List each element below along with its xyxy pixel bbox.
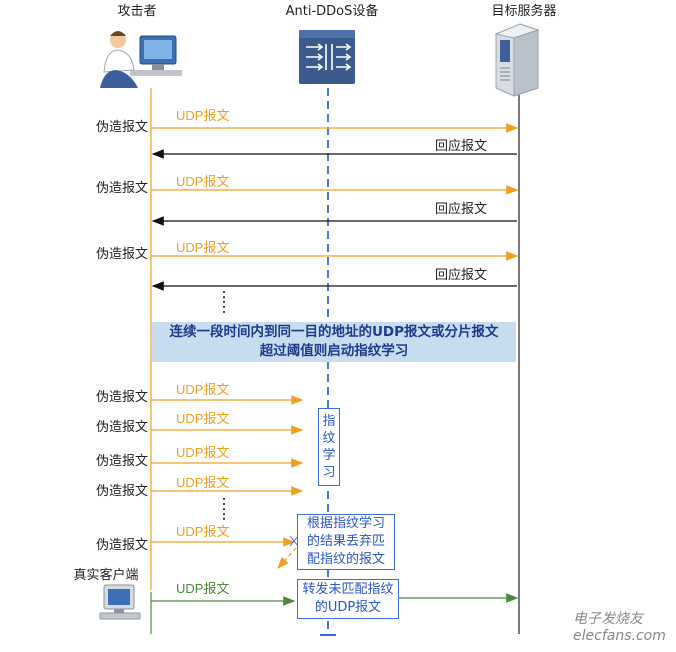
forged-label: 伪造报文: [96, 420, 148, 435]
udp-label: UDP报文: [176, 108, 229, 123]
forged-label: 伪造报文: [96, 538, 148, 553]
client-udp-label: UDP报文: [176, 581, 229, 596]
attacker-label: 攻击者: [117, 4, 156, 19]
forged-label: 伪造报文: [96, 181, 148, 196]
forward-box: 转发未匹配指纹的UDP报文: [297, 579, 399, 619]
server-label: 目标服务器: [491, 3, 556, 19]
continuation-dots: [223, 291, 225, 313]
attacker-icon: [100, 31, 182, 88]
client-pc-icon: [99, 584, 141, 620]
reply-label: 回应报文: [435, 267, 487, 283]
udp-label: UDP报文: [176, 475, 229, 490]
udp-label: UDP报文: [176, 174, 229, 189]
forged-label: 伪造报文: [96, 484, 148, 499]
discard-box: 根据指纹学习的结果丢弃匹配指纹的报文: [297, 514, 395, 570]
banner-text: 连续一段时间内到同一目的地址的UDP报文或分片报文超过阈值则启动指纹学习: [169, 324, 499, 359]
device-icon: [299, 30, 355, 84]
forged-label: 伪造报文: [96, 390, 148, 405]
reply-label: 回应报文: [435, 138, 487, 154]
fingerprint-trigger-banner: 连续一段时间内到同一目的地址的UDP报文或分片报文超过阈值则启动指纹学习: [152, 322, 516, 362]
discard-arrow: [277, 547, 297, 569]
device-label: Anti-DDoS设备: [286, 3, 379, 19]
continuation-dots: [223, 498, 225, 520]
forged-label: 伪造报文: [96, 247, 148, 262]
reply-label: 回应报文: [435, 201, 487, 217]
forged-label: 伪造报文: [96, 120, 148, 135]
discard-cross: [289, 535, 299, 547]
fingerprint-learning-box: 指纹学习: [318, 408, 340, 486]
udp-label: UDP报文: [176, 411, 229, 426]
forged-label: 伪造报文: [96, 454, 148, 469]
fingerprint-learning-text: 指纹学习: [322, 414, 336, 480]
udp-label: UDP报文: [176, 524, 229, 539]
discard-text: 根据指纹学习的结果丢弃匹配指纹的报文: [306, 516, 385, 567]
udp-label: UDP报文: [176, 382, 229, 397]
forward-text: 转发未匹配指纹的UDP报文: [302, 582, 394, 615]
server-icon: [494, 23, 540, 97]
client-label: 真实客户端: [73, 567, 138, 583]
watermark: 电子发烧友 elecfans.com: [573, 611, 666, 644]
udp-label: UDP报文: [176, 445, 229, 460]
udp-label: UDP报文: [176, 240, 229, 255]
